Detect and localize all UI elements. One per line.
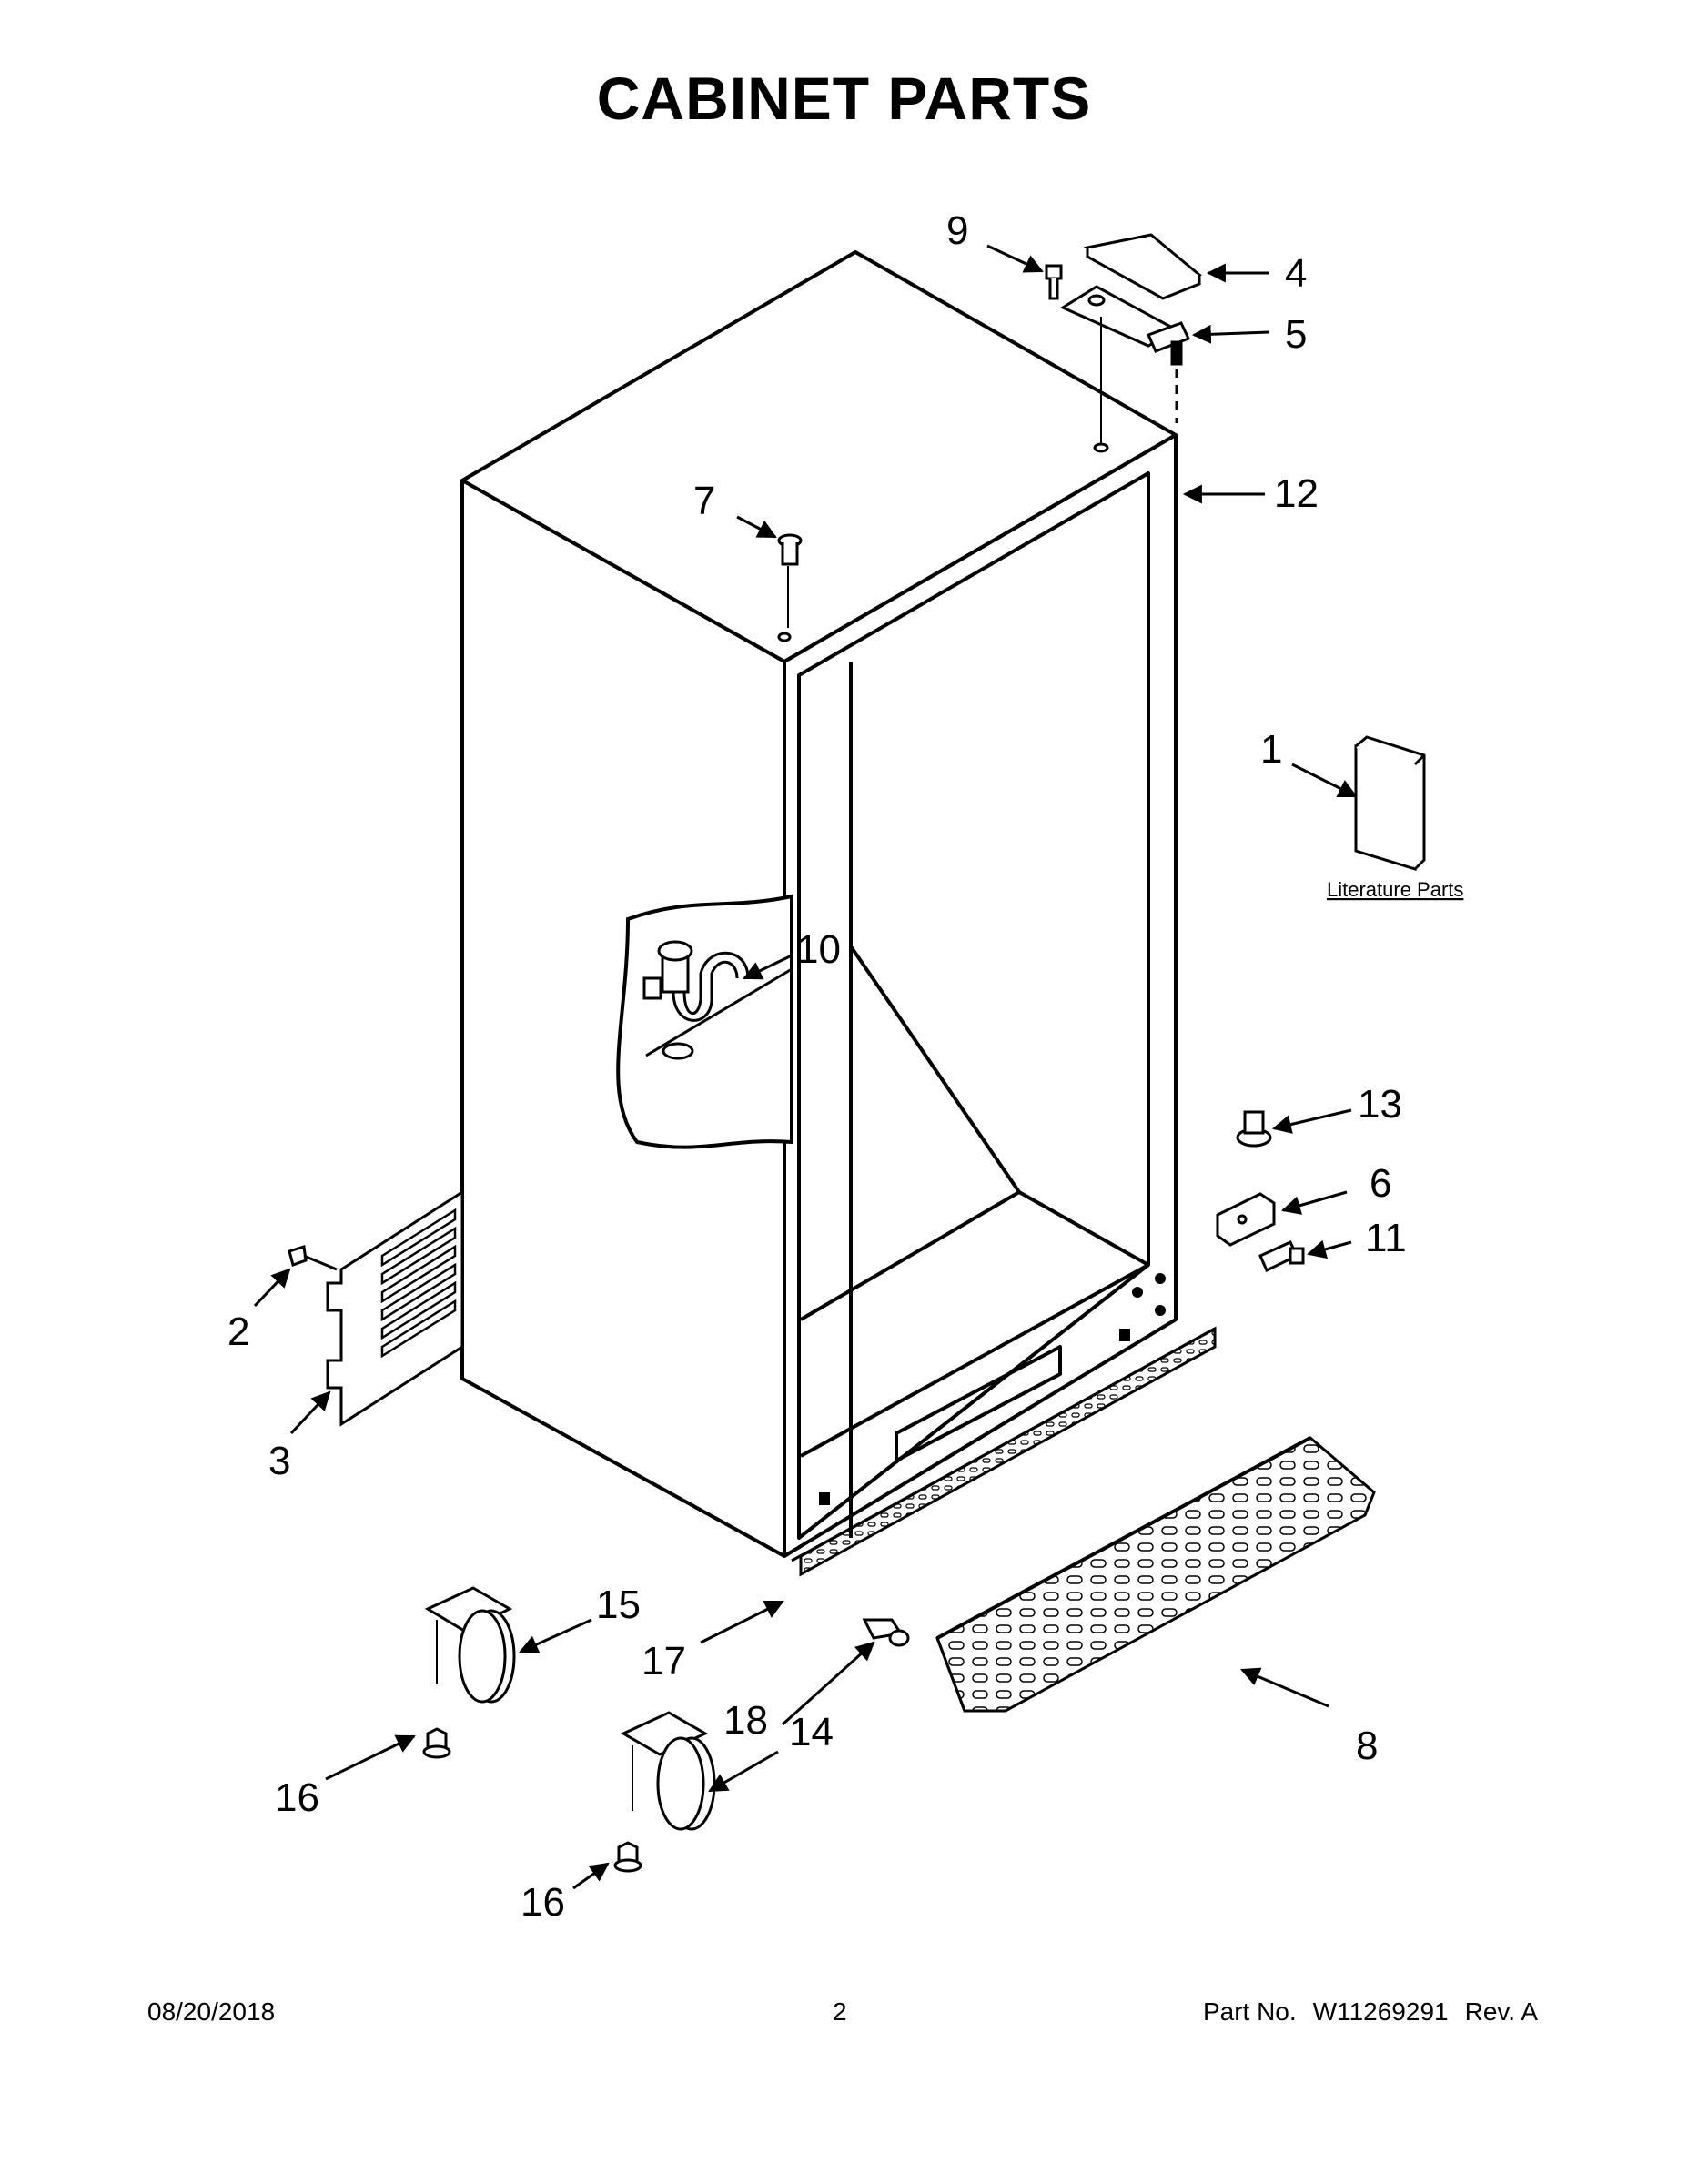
callout-2: 2 — [227, 1309, 249, 1354]
cabinet-right-holes — [819, 1273, 1166, 1505]
screw-part-13 — [1236, 1110, 1272, 1148]
page-title: CABINET PARTS — [596, 65, 1092, 132]
footer-date: 08/20/2018 — [147, 1997, 276, 2026]
callout-10: 10 — [796, 927, 841, 972]
callout-5: 5 — [1285, 312, 1307, 357]
callout-1: 1 — [1260, 727, 1282, 772]
callout-8: 8 — [1356, 1724, 1378, 1768]
callout-18: 18 — [723, 1698, 768, 1743]
callout-13: 13 — [1358, 1082, 1402, 1127]
literature-part-1 — [1354, 735, 1426, 872]
callout-3: 3 — [268, 1439, 290, 1483]
hinge-cover-part-4 — [1083, 233, 1202, 300]
callout-9: 9 — [946, 208, 968, 253]
literature-parts-link[interactable]: Literature Parts — [1327, 878, 1463, 901]
screw-part-9 — [1045, 264, 1063, 300]
callout-16-upper: 16 — [275, 1775, 319, 1820]
caster-part-15 — [424, 1586, 516, 1704]
step-part-8 — [935, 1436, 1376, 1713]
footer-page-number: 2 — [833, 1997, 847, 2026]
plug-part-7 — [777, 533, 803, 628]
footer-part-number: Part No. W11269291 Rev. A — [1203, 1997, 1538, 2027]
callout-12: 12 — [1274, 471, 1319, 516]
screw-part-16-lower — [613, 1841, 642, 1873]
rear-vents — [380, 1208, 457, 1359]
callout-4: 4 — [1285, 251, 1307, 296]
callout-6: 6 — [1370, 1161, 1391, 1206]
part-label: Part No. — [1202, 1997, 1297, 2026]
screw-part-18 — [862, 1618, 910, 1647]
cabinet-body — [460, 250, 1178, 1558]
screw-part-11 — [1258, 1240, 1305, 1273]
screw-part-2 — [288, 1245, 338, 1271]
revision: Rev. A — [1464, 1997, 1538, 2026]
hinge-part-5 — [1059, 285, 1191, 444]
leader-lines — [253, 244, 1358, 1890]
callout-15: 15 — [596, 1582, 641, 1627]
grille-part-17 — [791, 1326, 1217, 1577]
bracket-part-6 — [1216, 1192, 1276, 1247]
callout-14: 14 — [789, 1710, 834, 1754]
rear-panel-part-3 — [326, 1189, 464, 1427]
screw-part-16-upper — [422, 1727, 451, 1759]
part-number: W11269291 — [1312, 1997, 1449, 2026]
callout-7: 7 — [693, 479, 715, 523]
callout-16-lower: 16 — [521, 1880, 565, 1925]
drain-cutaway — [616, 894, 793, 1149]
caster-part-14 — [620, 1711, 716, 1831]
callout-11: 11 — [1365, 1216, 1407, 1260]
drain-tube-part — [642, 940, 750, 1022]
callout-17: 17 — [642, 1639, 686, 1684]
